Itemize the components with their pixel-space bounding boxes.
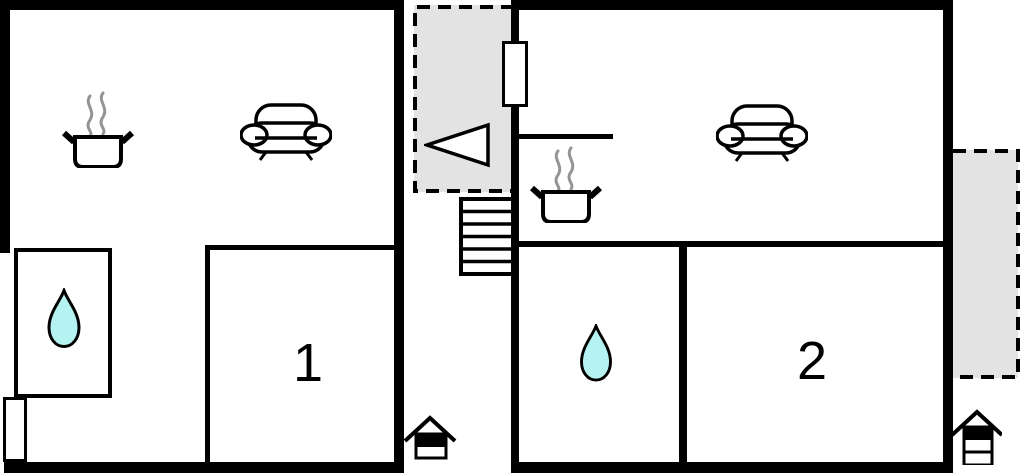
apartment-2-room-divider	[679, 241, 687, 470]
room-2-label: 2	[797, 331, 828, 391]
apartment-1-entrance-door	[3, 397, 27, 462]
apartment-1-wall-top	[0, 0, 404, 10]
apartment-1-wall-bottom	[4, 462, 404, 473]
apartment-2-interior-wall	[519, 241, 943, 247]
terrace-balcony-apartment-2	[953, 149, 1020, 379]
apartment-2-wall-bottom	[511, 462, 953, 473]
water-drop-icon	[47, 288, 81, 349]
apartment-2-wall-left	[511, 0, 519, 473]
floor-indicator-house-icon-2	[950, 409, 1002, 465]
steam-pot-icon	[530, 146, 602, 223]
stairs-icon	[459, 197, 515, 276]
floor-indicator-house-icon-1	[403, 415, 457, 460]
direction-arrow-icon	[424, 122, 490, 168]
apartment-1-wall-right	[394, 0, 404, 473]
apartment-1-wall-left	[0, 0, 10, 253]
water-drop-icon	[580, 324, 612, 382]
sofa-icon	[716, 104, 808, 162]
room-1-label: 1	[293, 333, 324, 393]
apartment-2-kitchen-wall	[517, 134, 613, 139]
apartment-2-wall-top	[511, 0, 953, 10]
sofa-icon	[240, 103, 332, 161]
apartment-2-wall-right	[943, 0, 953, 473]
steam-pot-icon	[62, 91, 134, 168]
terrace-balcony-stairwell	[413, 5, 514, 193]
apartment-2-entrance-door	[502, 41, 528, 107]
